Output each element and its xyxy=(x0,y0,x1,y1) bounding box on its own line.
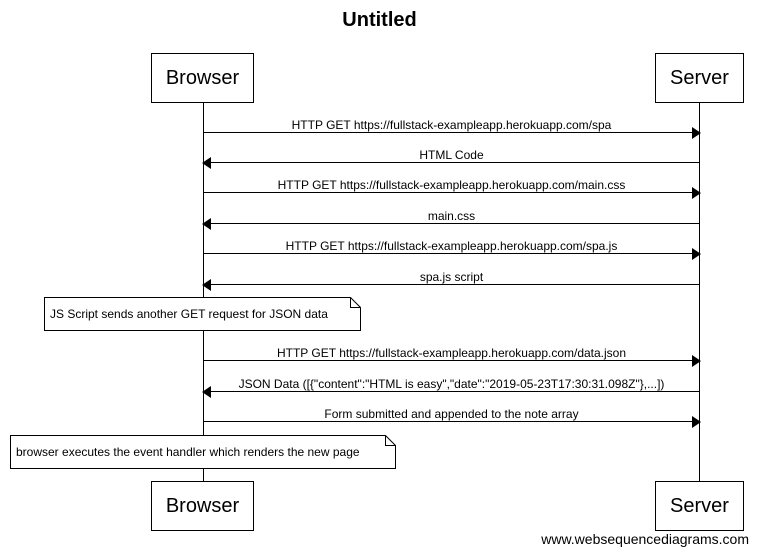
arrowhead-icon xyxy=(202,218,211,230)
server-lifeline xyxy=(699,102,700,482)
message-arrow-response xyxy=(202,218,699,230)
message-arrow-request xyxy=(204,187,701,199)
note-box: browser executes the event handler which… xyxy=(10,435,396,469)
note-text: browser executes the event handler which… xyxy=(16,445,360,459)
arrowhead-icon xyxy=(202,157,211,169)
arrowhead-icon xyxy=(692,127,701,139)
message-arrow-request xyxy=(204,416,701,428)
message-label: HTML Code xyxy=(419,148,484,162)
message-label: HTTP GET https://fullstack-exampleapp.he… xyxy=(285,239,618,253)
message-arrow-request xyxy=(204,355,701,367)
message-arrow-request xyxy=(204,248,701,260)
arrowhead-icon xyxy=(692,248,701,260)
diagram-title: Untitled xyxy=(342,9,417,31)
message-label: main.css xyxy=(427,209,476,223)
note-box: JS Script sends another GET request for … xyxy=(44,297,361,331)
message-label: JSON Data ([{"content":"HTML is easy","d… xyxy=(238,377,665,391)
arrowhead-icon xyxy=(202,279,211,291)
participant-server-bottom: Server xyxy=(655,481,744,531)
message-arrow-response xyxy=(202,386,699,398)
message-label: HTTP GET https://fullstack-exampleapp.he… xyxy=(277,178,626,192)
message-arrow-response xyxy=(202,279,699,291)
arrowhead-icon xyxy=(202,386,211,398)
participant-server-top: Server xyxy=(655,53,744,103)
watermark-link[interactable]: www.websequencediagrams.com xyxy=(541,531,749,547)
note-shape xyxy=(10,435,396,469)
arrowhead-icon xyxy=(692,416,701,428)
message-arrow-response xyxy=(202,157,699,169)
message-label: HTTP GET https://fullstack-exampleapp.he… xyxy=(291,118,612,132)
participant-browser-top: Browser xyxy=(151,53,254,103)
note-text: JS Script sends another GET request for … xyxy=(50,307,328,321)
message-label: HTTP GET https://fullstack-exampleapp.he… xyxy=(276,346,627,360)
message-label: spa.js script xyxy=(419,270,484,284)
message-arrow-request xyxy=(204,127,701,139)
message-label: Form submitted and appended to the note … xyxy=(324,407,579,421)
arrowhead-icon xyxy=(692,355,701,367)
participant-browser-bottom: Browser xyxy=(151,481,254,531)
browser-lifeline xyxy=(203,102,204,482)
note-shape xyxy=(44,297,361,331)
arrowhead-icon xyxy=(692,187,701,199)
